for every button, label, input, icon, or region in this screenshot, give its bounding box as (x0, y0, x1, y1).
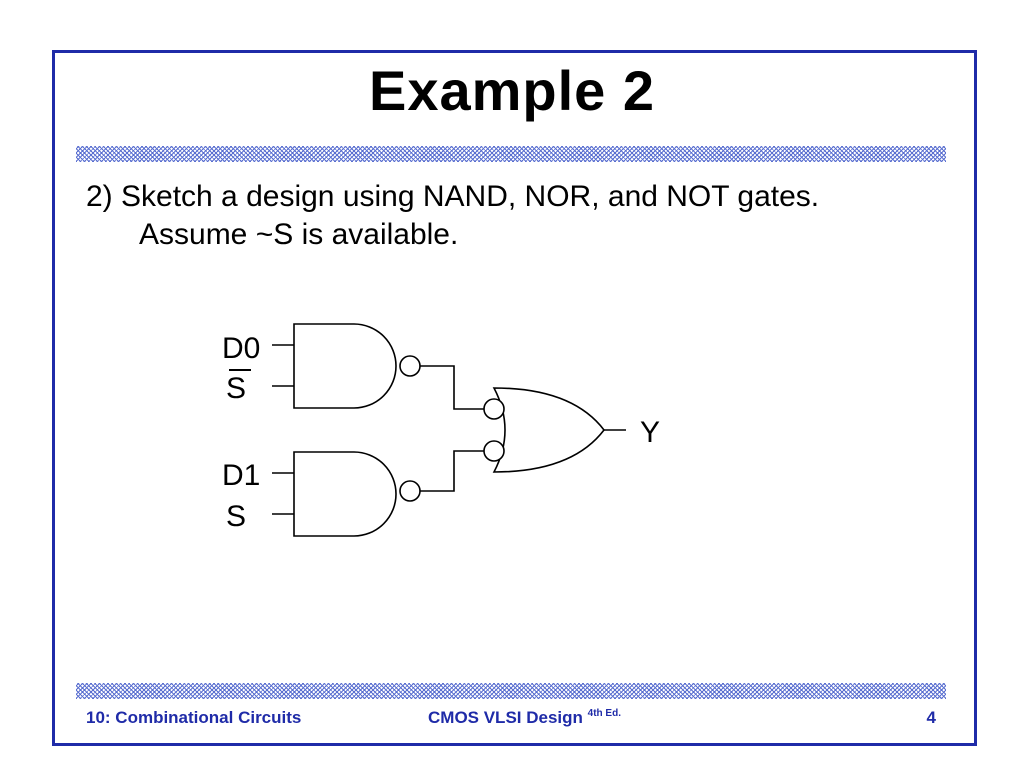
or-gate-inverted-inputs (492, 387, 606, 473)
slide-frame (52, 50, 977, 746)
nand-gate-bottom (293, 451, 397, 537)
page-number: 4 (926, 708, 936, 727)
wire-nand-bottom-to-or (420, 450, 484, 492)
label-d0: D0 (222, 332, 260, 365)
prompt-line-1: 2) Sketch a design using NAND, NOR, and … (86, 180, 820, 213)
top-divider (76, 146, 946, 162)
prompt-line-2: Assume ~S is available. (139, 218, 459, 251)
nand-gate-top (293, 323, 397, 409)
or-input-bubble-bottom (483, 440, 505, 462)
wire-nand-top-to-or (420, 365, 484, 410)
footer-book-name: CMOS VLSI Design (428, 708, 583, 727)
label-s: S (226, 500, 246, 533)
label-d1: D1 (222, 459, 260, 492)
label-y: Y (640, 416, 660, 449)
slide-title: Example 2 (368, 59, 656, 122)
footer-edition: 4th Ed. (587, 708, 621, 719)
or-input-bubble-top (483, 398, 505, 420)
nand-bottom-bubble (399, 480, 421, 502)
nand-top-bubble (399, 355, 421, 377)
label-s-bar: S (226, 372, 246, 405)
footer-chapter: 10: Combinational Circuits (86, 708, 302, 727)
footer-book-title: CMOS VLSI Design 4th Ed. (428, 708, 621, 728)
bottom-divider (76, 683, 946, 699)
prompt-text: 2) Sketch a design using NAND, NOR, and … (86, 178, 946, 254)
